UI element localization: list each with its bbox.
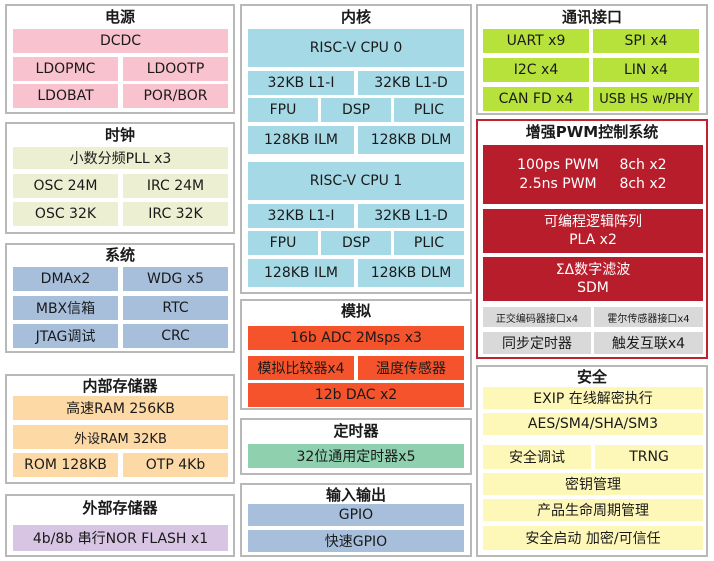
- cpu1-l1d-block: 32KB L1-D: [358, 204, 464, 228]
- sync-timer-block: 同步定时器: [483, 332, 591, 354]
- trng-block: TRNG: [595, 445, 703, 469]
- osc32-block: OSC 32K: [13, 202, 118, 226]
- jtag-block: JTAG调试: [13, 324, 118, 348]
- system-title: 系统: [104, 246, 135, 264]
- secure-boot-block: 安全启动 加密/可信任: [483, 526, 703, 550]
- secure-debug-block: 安全调试: [483, 445, 591, 469]
- cpu0-fpu-block: FPU: [248, 98, 318, 122]
- cpu0-l1d-block: 32KB L1-D: [358, 71, 464, 95]
- comparator-block: 模拟比较器x4: [248, 356, 354, 380]
- core-panel: 内核 RISC-V CPU 0 32KB L1-I 32KB L1-D FPU …: [240, 4, 472, 294]
- usb-block: USB HS w/PHY: [593, 87, 699, 111]
- io-panel: 输入输出 GPIO 快速GPIO: [240, 483, 472, 557]
- rtc-block: RTC: [123, 296, 228, 320]
- pwm-block: 100ps PWM 8ch x2 2.5ns PWM 8ch x2: [483, 145, 703, 204]
- spi-block: SPI x4: [593, 29, 699, 53]
- ldootp-block: LDOOTP: [123, 57, 228, 81]
- core-title: 内核: [340, 8, 371, 26]
- crypto-block: AES/SM4/SHA/SM3: [483, 413, 703, 435]
- irc32-block: IRC 32K: [123, 202, 228, 226]
- system-panel: 系统 DMAx2 WDG x5 MBX信箱 RTC JTAG调试 CRC: [5, 243, 235, 353]
- cpu0-dsp-block: DSP: [321, 98, 391, 122]
- cpu1-block: RISC-V CPU 1: [248, 162, 464, 200]
- dac-block: 12b DAC x2: [248, 383, 464, 407]
- qei-block: 正交编码器接口x4: [483, 307, 591, 327]
- dma-block: DMAx2: [13, 267, 118, 291]
- internal-memory-title: 内部存储器: [82, 377, 158, 395]
- sram-block: 高速RAM 256KB: [13, 396, 228, 420]
- temp-sensor-block: 温度传感器: [358, 356, 464, 380]
- cpu1-l1i-block: 32KB L1-I: [248, 204, 354, 228]
- wdg-block: WDG x5: [123, 267, 228, 291]
- internal-memory-panel: 内部存储器 高速RAM 256KB 外设RAM 32KB ROM 128KB O…: [5, 374, 235, 484]
- pll-block: 小数分频PLL x3: [13, 147, 228, 169]
- pla-title: 可编程逻辑阵列: [544, 214, 642, 230]
- nor-flash-block: 4b/8b 串行NOR FLASH x1: [13, 525, 228, 551]
- security-title: 安全: [576, 368, 607, 386]
- cpu0-block: RISC-V CPU 0: [248, 29, 464, 67]
- io-title: 输入输出: [325, 486, 386, 504]
- sdm-title: ΣΔ数字滤波: [555, 262, 631, 278]
- osc24-block: OSC 24M: [13, 174, 118, 198]
- analog-title: 模拟: [340, 302, 371, 320]
- clock-panel: 时钟 小数分频PLL x3 OSC 24M IRC 24M OSC 32K IR…: [5, 122, 235, 234]
- clock-title: 时钟: [104, 126, 135, 144]
- sdm-block: ΣΔ数字滤波 SDM: [483, 257, 703, 301]
- otp-block: OTP 4Kb: [123, 453, 228, 477]
- pwm25-channels: 8ch x2: [619, 175, 667, 192]
- pwm-title: 增强PWM控制系统: [525, 123, 659, 141]
- cpu1-ilm-block: 128KB ILM: [248, 259, 354, 287]
- power-title: 电源: [104, 8, 135, 26]
- canfd-block: CAN FD x4: [483, 87, 589, 111]
- timer-panel: 定时器 32位通用定时器x5: [240, 418, 472, 475]
- pwm100-label: 100ps PWM: [517, 156, 599, 173]
- cpu0-l1i-block: 32KB L1-I: [248, 71, 354, 95]
- rom-block: ROM 128KB: [13, 453, 118, 477]
- ldopmc-block: LDOPMC: [13, 57, 118, 81]
- irc24-block: IRC 24M: [123, 174, 228, 198]
- external-memory-title: 外部存储器: [82, 499, 158, 517]
- uart-block: UART x9: [483, 29, 589, 53]
- external-memory-panel: 外部存储器 4b/8b 串行NOR FLASH x1: [5, 494, 235, 557]
- porbor-block: POR/BOR: [123, 84, 228, 108]
- fast-gpio-block: 快速GPIO: [248, 530, 464, 552]
- power-panel: 电源 DCDC LDOPMC LDOOTP LDOBAT POR/BOR: [5, 4, 235, 114]
- adc-block: 16b ADC 2Msps x3: [248, 326, 464, 350]
- trigger-mux-block: 触发互联x4: [594, 332, 703, 354]
- crc-block: CRC: [123, 324, 228, 348]
- cpu1-dsp-block: DSP: [321, 231, 391, 255]
- key-management-block: 密钥管理: [483, 473, 703, 495]
- pwm100-channels: 8ch x2: [619, 156, 667, 173]
- comm-panel: 通讯接口 UART x9 SPI x4 I2C x4 LIN x4 CAN FD…: [476, 4, 708, 115]
- dcdc-block: DCDC: [13, 29, 228, 53]
- hall-block: 霍尔传感器接口x4: [594, 307, 703, 327]
- comm-title: 通讯接口: [561, 8, 622, 26]
- cpu1-fpu-block: FPU: [248, 231, 318, 255]
- lifecycle-block: 产品生命周期管理: [483, 499, 703, 521]
- cpu0-ilm-block: 128KB ILM: [248, 126, 354, 154]
- analog-panel: 模拟 16b ADC 2Msps x3 模拟比较器x4 温度传感器 12b DA…: [240, 299, 472, 410]
- cpu0-dlm-block: 128KB DLM: [358, 126, 464, 154]
- timer-title: 定时器: [333, 422, 379, 440]
- cpu1-plic-block: PLIC: [394, 231, 464, 255]
- cpu0-plic-block: PLIC: [394, 98, 464, 122]
- sdm-label: SDM: [577, 280, 609, 296]
- security-panel: 安全 EXIP 在线解密执行 AES/SM4/SHA/SM3 安全调试 TRNG…: [476, 365, 708, 557]
- pwm-panel: 增强PWM控制系统 100ps PWM 8ch x2 2.5ns PWM 8ch…: [476, 119, 708, 359]
- mbx-block: MBX信箱: [13, 296, 118, 320]
- pla-block: 可编程逻辑阵列 PLA x2: [483, 209, 703, 253]
- ldobat-block: LDOBAT: [13, 84, 118, 108]
- i2c-block: I2C x4: [483, 58, 589, 82]
- gpt-block: 32位通用定时器x5: [248, 444, 464, 468]
- gpio-block: GPIO: [248, 504, 464, 526]
- exip-block: EXIP 在线解密执行: [483, 387, 703, 409]
- peripheral-ram-block: 外设RAM 32KB: [13, 425, 228, 449]
- cpu1-dlm-block: 128KB DLM: [358, 259, 464, 287]
- pwm25-label: 2.5ns PWM: [519, 175, 597, 192]
- lin-block: LIN x4: [593, 58, 699, 82]
- pla-count: PLA x2: [569, 232, 617, 248]
